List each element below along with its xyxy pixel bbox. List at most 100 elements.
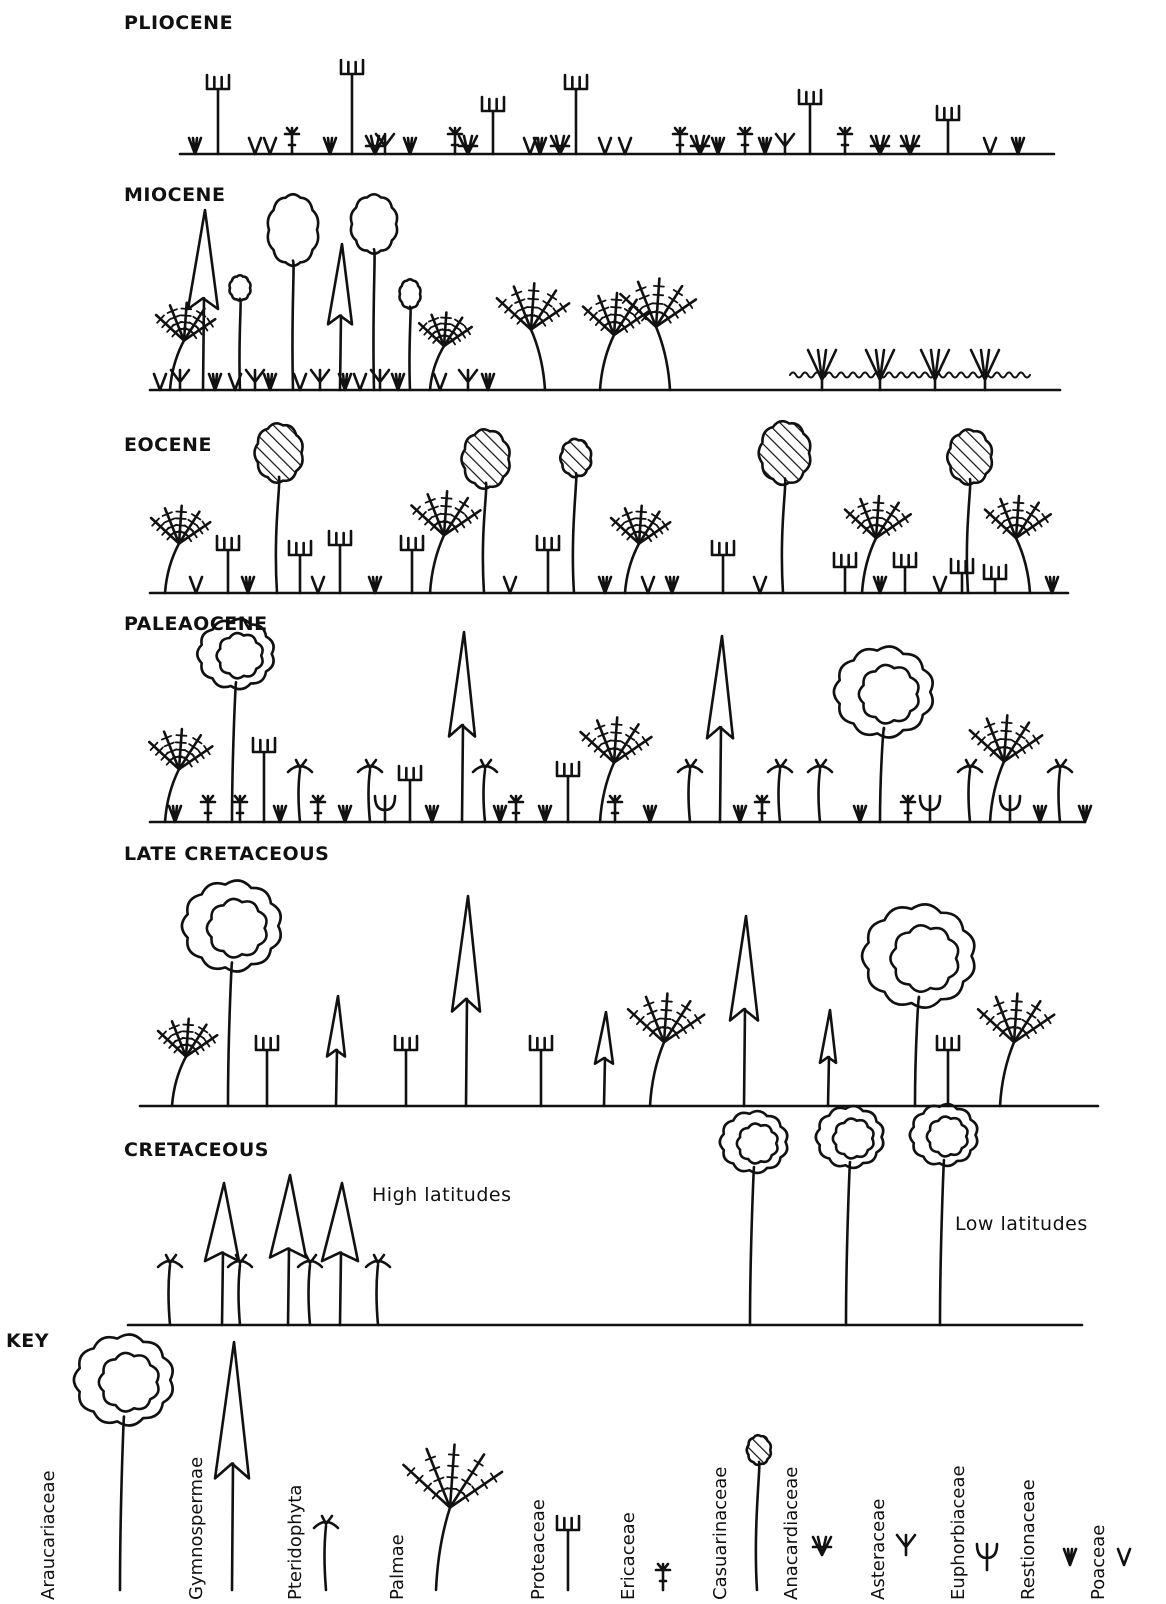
fern-icon: [473, 760, 497, 822]
comb-icon: [482, 97, 504, 154]
cone-tree-icon: [595, 1012, 613, 1106]
heath-icon: [673, 128, 687, 154]
comb-icon: [937, 106, 959, 154]
comb-icon: [401, 536, 423, 593]
comb-icon: [399, 766, 421, 822]
araucariaceae-symbol-icon: [74, 1335, 173, 1590]
comb-icon: [557, 762, 579, 822]
tuft-icon: [551, 136, 569, 154]
trident-icon: [920, 796, 940, 822]
heath-icon: [201, 796, 215, 822]
cloud-tree-icon: [197, 619, 273, 822]
grass-tuft-icon: [1012, 138, 1024, 154]
ericaceae-symbol-icon: [656, 1564, 670, 1590]
heath-icon: [901, 796, 915, 822]
casuarinaceae-symbol-icon: [747, 1435, 771, 1590]
grass-tuft-icon: [1046, 577, 1058, 593]
grass-tuft-icon: [759, 138, 771, 154]
cone-tree-icon: [322, 1183, 358, 1325]
fern-icon: [1048, 760, 1072, 822]
fern-icon: [158, 1255, 182, 1325]
comb-icon: [289, 541, 311, 593]
hatched-tree-icon: [560, 439, 591, 593]
heath-icon: [738, 128, 752, 154]
fern-icon: [678, 760, 702, 822]
cloud-tree-icon: [862, 904, 974, 1106]
proteaceae-symbol-icon: [557, 1516, 579, 1590]
cone-tree-icon: [270, 1175, 306, 1325]
comb-icon: [894, 553, 916, 593]
grass-tuft-icon: [539, 806, 551, 822]
palm-frond-icon: [497, 283, 569, 390]
v-grass-icon: [190, 577, 202, 593]
grass-tuft-icon: [666, 577, 678, 593]
reed-icon: [971, 350, 999, 390]
v-grass-icon: [312, 577, 324, 593]
cone-tree-icon: [327, 996, 345, 1106]
fork-icon: [246, 370, 264, 390]
grass-tuft-icon: [482, 374, 494, 390]
comb-icon: [834, 553, 856, 593]
fern-icon: [768, 760, 792, 822]
hatched-tree-icon: [759, 421, 811, 593]
heath-icon: [755, 796, 769, 822]
anacardiaceae-symbol-icon: [813, 1537, 831, 1555]
grass-tuft-icon: [369, 577, 381, 593]
poaceae-symbol-icon: [1118, 1549, 1130, 1565]
heath-icon: [233, 796, 247, 822]
grass-tuft-icon: [189, 138, 201, 154]
comb-icon: [951, 559, 973, 593]
heath-icon: [509, 796, 523, 822]
v-grass-icon: [504, 577, 516, 593]
cloud-tree-icon: [720, 1111, 787, 1325]
cone-tree-icon: [452, 896, 480, 1106]
cone-tree-icon: [449, 632, 475, 822]
v-grass-icon: [154, 374, 166, 390]
trident-icon: [375, 796, 395, 822]
v-grass-icon: [524, 138, 536, 154]
grass-tuft-icon: [874, 577, 886, 593]
palm-frond-icon: [583, 293, 649, 390]
reed-icon: [866, 350, 894, 390]
grass-tuft-icon: [1034, 806, 1046, 822]
v-grass-icon: [599, 138, 611, 154]
v-grass-icon: [354, 374, 366, 390]
cloud-tree-icon: [910, 1104, 977, 1325]
comb-icon: [256, 1036, 278, 1106]
palm-frond-icon: [611, 506, 670, 593]
comb-icon: [395, 1036, 417, 1106]
gymnospermae-symbol-icon: [215, 1342, 249, 1590]
restionaceae-symbol-icon: [1064, 1549, 1076, 1565]
fern-icon: [228, 1255, 252, 1325]
grass-tuft-icon: [209, 374, 221, 390]
v-grass-icon: [434, 374, 446, 390]
grass-tuft-icon: [242, 577, 254, 593]
comb-icon: [253, 738, 275, 822]
grass-tuft-icon: [712, 138, 724, 154]
comb-icon: [207, 75, 229, 154]
v-grass-icon: [264, 138, 276, 154]
grass-tuft-icon: [324, 138, 336, 154]
v-grass-icon: [249, 138, 261, 154]
palm-frond-icon: [158, 1019, 217, 1106]
v-grass-icon: [754, 577, 766, 593]
palm-frond-icon: [978, 994, 1054, 1106]
comb-icon: [217, 536, 239, 593]
fork-icon: [776, 134, 794, 154]
grass-tuft-icon: [494, 806, 506, 822]
fork-icon: [171, 370, 189, 390]
grass-tuft-icon: [426, 806, 438, 822]
tuft-icon: [459, 136, 477, 154]
heath-icon: [285, 128, 299, 154]
reed-icon: [921, 350, 949, 390]
tuft-icon: [901, 136, 919, 154]
comb-icon: [984, 565, 1006, 593]
palmae-symbol-icon: [404, 1445, 503, 1590]
cone-tree-icon: [707, 636, 733, 822]
pteridophyta-symbol-icon: [314, 1516, 338, 1590]
tuft-icon: [366, 136, 384, 154]
v-grass-icon: [619, 138, 631, 154]
fern-icon: [366, 1255, 390, 1325]
reed-icon: [808, 350, 836, 390]
